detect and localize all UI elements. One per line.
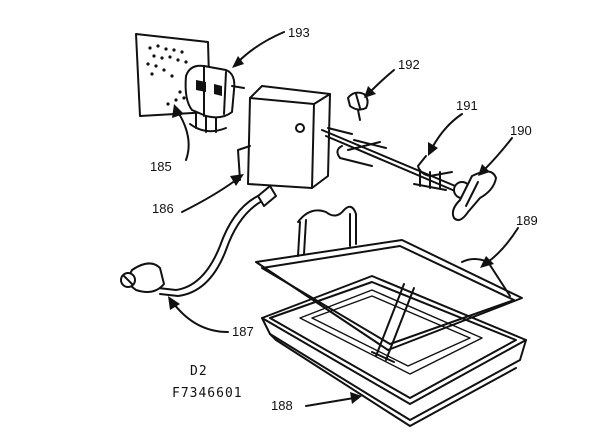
power-cord-icon — [120, 185, 277, 297]
callout-188: 188 — [271, 398, 293, 413]
caption-section-code: D2 — [190, 364, 208, 379]
broil-rack-icon — [255, 205, 523, 363]
screw-icon — [347, 91, 369, 121]
callout-186: 186 — [152, 201, 174, 216]
callout-190: 190 — [510, 123, 532, 138]
callout-189: 189 — [516, 213, 538, 228]
callout-193: 193 — [288, 25, 310, 40]
callout-191: 191 — [456, 98, 478, 113]
spit-handle-icon — [451, 170, 497, 221]
rotisserie-motor-icon — [184, 64, 245, 133]
broil-pan-icon — [261, 275, 527, 427]
spit-fork-icon — [321, 129, 463, 195]
leader-arrows — [168, 31, 519, 407]
callout-187: 187 — [232, 324, 254, 339]
callout-185: 185 — [150, 159, 172, 174]
caption-part-number: F7346601 — [172, 386, 243, 401]
callout-192: 192 — [398, 57, 420, 72]
motor-housing-icon — [237, 85, 353, 189]
